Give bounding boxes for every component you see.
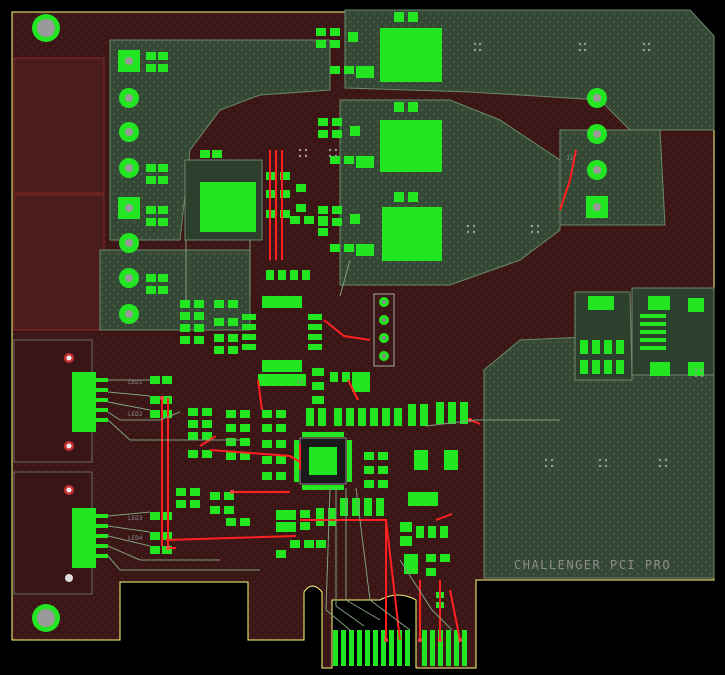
- left-edge-connector-2: [72, 508, 96, 568]
- label-led4: LED4: [128, 535, 143, 542]
- mounting-hole-bottom-left: [32, 604, 60, 632]
- left-edge-connector-1: [72, 372, 96, 432]
- jack-holes: [64, 353, 74, 582]
- ic-central: [299, 437, 347, 485]
- header-pad-holes-right: [593, 94, 601, 211]
- label-led3: LED3: [128, 515, 143, 522]
- passives-center-cluster: [276, 368, 468, 558]
- passives-left-cluster: [150, 300, 286, 554]
- label-j2: J2: [566, 155, 574, 162]
- pcie-fingers-left: [333, 630, 410, 666]
- header-pad-holes-left: [125, 57, 133, 318]
- regulator-small-pads: [146, 12, 418, 294]
- top-layer-traces: [107, 240, 560, 631]
- label-led1: LED1: [128, 379, 143, 386]
- label-led2: LED2: [128, 411, 143, 418]
- mounting-hole-top-left: [32, 14, 60, 42]
- thermal-vias: [298, 42, 704, 468]
- connector-pour-bottom: [13, 194, 105, 331]
- ic-upper-pads: [242, 296, 322, 386]
- vertical-header: [373, 293, 395, 367]
- board-title: CHALLENGER PCI PRO: [514, 558, 671, 572]
- right-module-pour: [574, 291, 633, 381]
- connector-pour-top: [13, 57, 105, 194]
- regulator-pads: [200, 28, 442, 261]
- power-pour-right: [559, 129, 666, 226]
- pcie-fingers-right: [422, 630, 467, 666]
- right-module-pads: [580, 296, 704, 376]
- label-j1: J1: [296, 379, 304, 386]
- left-edge-connector-pins: [96, 378, 108, 558]
